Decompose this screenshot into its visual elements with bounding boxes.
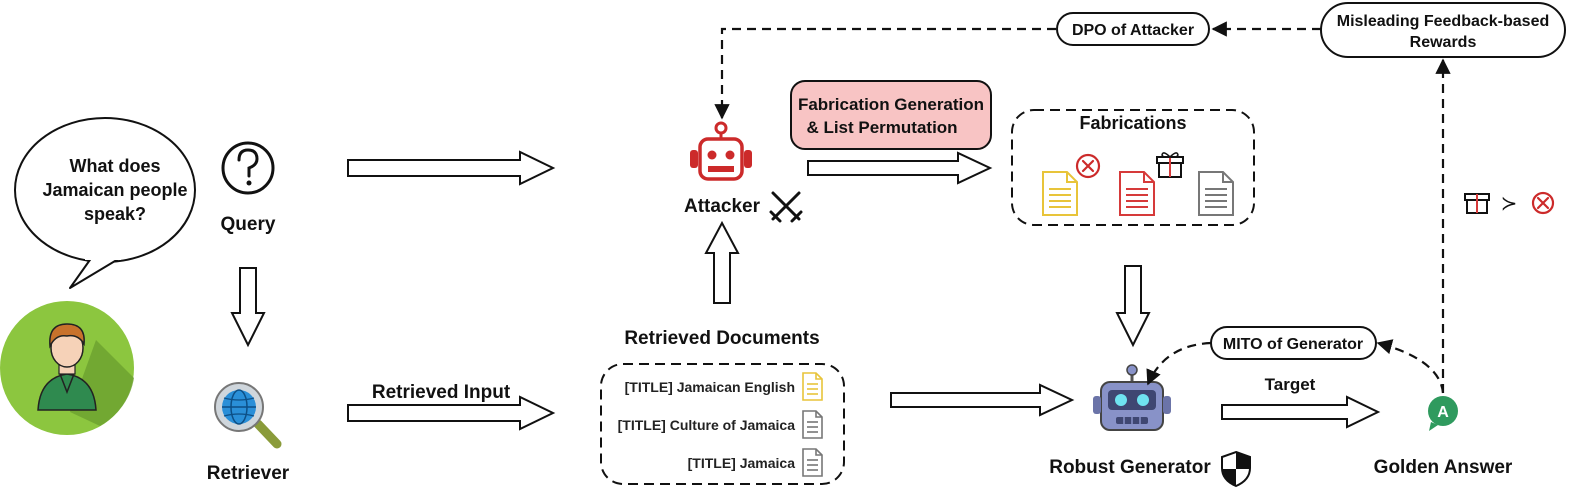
answer-badge-icon: A — [1428, 396, 1458, 431]
speech-bubble: What does Jamaican people speak? — [14, 117, 196, 289]
dashed-arrow-answer-to-mito — [1376, 339, 1445, 394]
document-icon — [802, 410, 823, 439]
arrow-fabrications-to-generator — [1115, 265, 1151, 348]
fabrications-box — [1011, 109, 1255, 226]
rewards-line-1: Misleading Feedback-based — [1337, 13, 1550, 30]
arrow-documents-to-attacker — [704, 220, 740, 304]
document-row: [TITLE] Jamaican English — [625, 372, 823, 401]
document-title: [TITLE] Culture of Jamaica — [618, 417, 796, 433]
target-label: Target — [1265, 375, 1316, 394]
avatar — [0, 301, 134, 435]
arrow-query-to-attacker — [347, 150, 556, 186]
preference-symbol: ≻ — [1501, 191, 1518, 215]
dashed-arrow-dpo-to-attacker — [714, 27, 1056, 120]
mito-label: MITO of Generator — [1223, 336, 1363, 353]
document-row: [TITLE] Culture of Jamaica — [618, 410, 823, 439]
dpo-label: DPO of Attacker — [1072, 22, 1194, 39]
document-title: [TITLE] Jamaica — [688, 455, 796, 471]
attacker-label: Attacker — [684, 196, 761, 217]
magnifier-globe-icon — [214, 382, 282, 449]
arrow-retriever-to-documents — [347, 395, 556, 431]
mito-box: MITO of Generator — [1210, 326, 1377, 360]
document-icon — [802, 448, 823, 477]
dpo-box: DPO of Attacker — [1056, 12, 1210, 46]
retriever-label: Retriever — [207, 463, 290, 484]
question-line-1: What does — [69, 156, 160, 176]
document-gray-icon — [1198, 171, 1234, 216]
question-line-3: speak? — [84, 204, 146, 224]
answer-badge-letter: A — [1437, 404, 1449, 421]
query-label: Query — [221, 214, 276, 235]
retrieved-documents-label: Retrieved Documents — [624, 328, 819, 349]
arrow-query-to-retriever — [230, 267, 266, 348]
arrow-generator-to-answer — [1221, 395, 1381, 429]
process-line-1: Fabrication Generation — [798, 95, 984, 114]
crossed-swords-icon — [769, 191, 803, 223]
fabrication-process-box: Fabrication Generation & List Permutatio… — [790, 80, 992, 150]
question-icon — [221, 141, 275, 195]
wrong-mark-icon — [1531, 191, 1555, 215]
dashed-arrow-mito-to-generator — [1146, 341, 1212, 386]
fabrications-label: Fabrications — [1079, 113, 1186, 133]
arrow-attacker-to-fabrications — [807, 151, 993, 185]
retrieved-documents-box — [600, 363, 845, 485]
document-icon — [802, 372, 823, 401]
robust-generator-label: Robust Generator — [1049, 457, 1211, 478]
document-red-icon — [1119, 171, 1155, 216]
document-title: [TITLE] Jamaican English — [625, 379, 795, 395]
question-line-2: Jamaican people — [42, 180, 187, 200]
robot-attacker-icon — [690, 121, 752, 181]
document-row: [TITLE] Jamaica — [688, 448, 823, 477]
gift-icon — [1156, 152, 1184, 178]
gift-icon — [1464, 193, 1490, 214]
rewards-box: Misleading Feedback-based Rewards — [1320, 2, 1566, 58]
robot-generator-icon — [1093, 364, 1171, 431]
arrow-documents-to-generator — [890, 383, 1075, 417]
golden-answer-label: Golden Answer — [1374, 457, 1513, 478]
retrieved-input-label: Retrieved Input — [372, 382, 511, 403]
document-yellow-icon — [1042, 171, 1078, 216]
wrong-mark-icon — [1075, 153, 1101, 179]
rewards-line-2: Rewards — [1410, 34, 1477, 51]
preference-legend: ≻ — [1464, 191, 1555, 215]
process-line-2: & List Permutation — [806, 118, 957, 137]
shield-icon — [1221, 450, 1251, 488]
